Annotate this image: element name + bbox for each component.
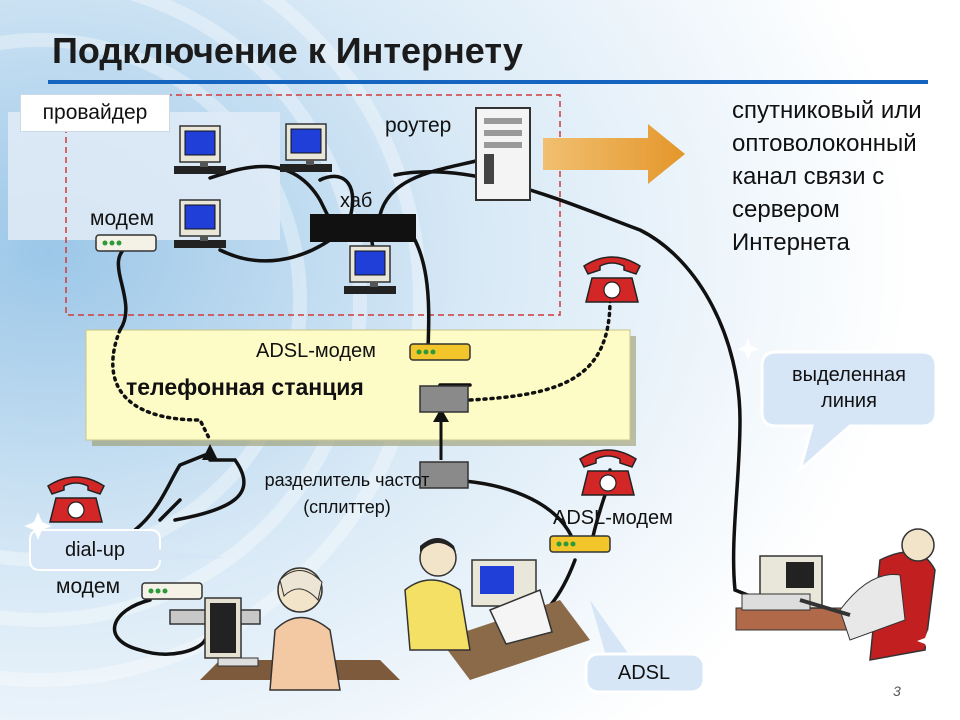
dotted-dialup [111,328,212,442]
provider-label: провайдер [20,94,170,132]
dotted-lines [111,298,612,442]
dialup-label: dial-up [64,538,126,561]
splitter-label: разделитель частот (сплиттер) [264,470,430,517]
page-title: Подключение к Интернету [52,30,523,71]
cable-hub-router [378,158,482,217]
provider-pc-1 [173,125,227,175]
station-box [85,329,631,441]
hub [310,214,416,242]
station-block [419,385,469,413]
adsl-bubble [584,600,706,694]
dotted-phone-provider [468,298,612,402]
phone-dialup-icon [47,476,105,523]
user-adsl-workstation [404,538,590,680]
user-adsl-modem [549,535,611,553]
provider-modem [95,234,157,252]
station-label: телефонная станция [126,374,364,400]
sparkles [24,338,939,652]
user-leased-workstation [735,528,936,661]
provider-pc-4 [343,245,397,295]
station-adsl-modem-label: ADSL-модем [256,340,376,362]
provider-modem-label: модем [90,207,155,230]
phone-user-icon [579,449,637,496]
cable-switch-1 [158,498,182,522]
hub-label: хаб [340,190,373,212]
arrow-dialup-up [202,444,218,460]
page-number: 3 [893,683,901,699]
cable-pc2-hub [318,174,355,220]
provider-boundary [65,94,561,316]
provider-pc-3 [173,199,227,249]
cable-pc3-hub [218,238,332,263]
channel-description: спутниковый или оптоволоконный канал свя… [732,97,922,256]
station-adsl-modem [409,343,471,361]
adsl-label: ADSL [617,661,671,684]
user-modem [141,582,203,600]
arrows [202,124,685,460]
user-dialup-workstation [169,567,400,691]
cable-modem-bottom-pc [112,598,207,656]
router-server [475,107,531,201]
user-adsl-modem-label: ADSL-модем [553,507,673,529]
cable-switch-2 [133,453,207,532]
router-label: роутер [385,114,452,137]
title-underline [48,80,928,84]
provider-pc-2 [279,123,333,173]
user-modem-label: модем [56,575,121,598]
cable-pc1-hub [208,164,332,222]
splitter-box [419,461,469,489]
leased-line-label: выделенная линия [792,364,906,412]
cable-switch-3 [173,458,246,522]
phone-provider-icon [583,256,641,303]
channel-arrow [543,124,685,184]
dialup-bubble [29,529,225,571]
provider-area [8,112,280,240]
leased-line-bubble [760,350,938,475]
